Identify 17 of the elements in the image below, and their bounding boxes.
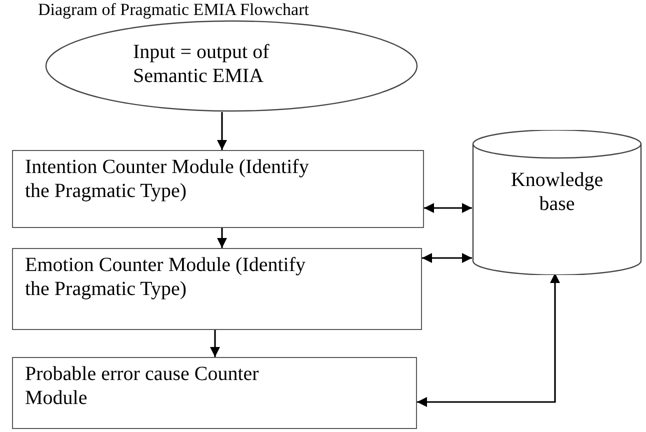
node-label: Emotion Counter Module (Identify the Pragmatic Type) [25, 253, 307, 301]
process-box [12, 357, 417, 429]
arrow [422, 253, 472, 263]
process-box [12, 150, 424, 228]
process-box [12, 248, 422, 330]
node-label: Intention Counter Module (Identify the Pragmatic Type) [25, 155, 310, 203]
node-label: Input = output of Semantic EMIA [133, 40, 270, 88]
arrow [417, 273, 560, 407]
node-label: Probable error cause Counter Module [25, 362, 260, 410]
arrow [210, 330, 220, 357]
arrow [217, 112, 227, 150]
input-ellipse [45, 20, 418, 112]
arrow [217, 228, 227, 248]
diagram-title: Diagram of Pragmatic EMIA Flowchart [38, 0, 309, 20]
arrow [424, 203, 472, 213]
node-label: Knowledge base [510, 168, 604, 216]
database-cylinder [472, 130, 642, 275]
